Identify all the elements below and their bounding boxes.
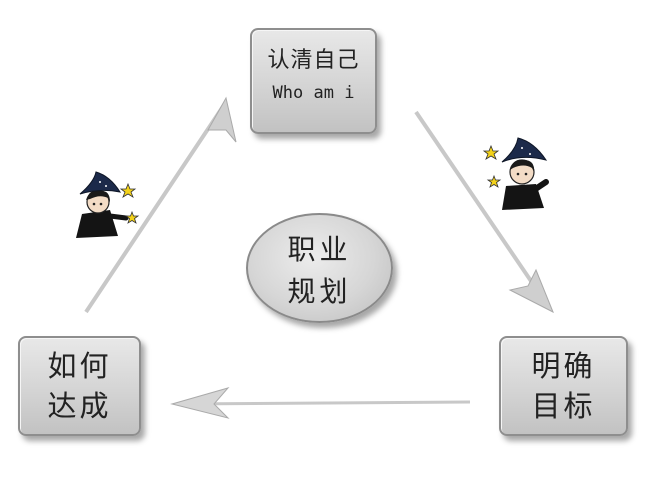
node-how-to-achieve-line2: 达成 — [47, 389, 112, 423]
center-career-planning: 职业 规划 — [246, 213, 393, 323]
arrow-left-to-top — [84, 96, 237, 314]
center-line1: 职业 — [287, 233, 352, 266]
node-know-yourself-subtitle: Who am i — [272, 83, 355, 103]
arrow-top-to-right — [414, 110, 554, 314]
star-icon — [124, 210, 140, 224]
arrow-right-to-left — [170, 387, 471, 419]
wizard-character-icon — [76, 171, 140, 238]
node-know-yourself-title: 认清自己 — [267, 48, 360, 73]
node-define-goal-line1: 明确 — [531, 349, 596, 383]
node-know-yourself: 认清自己 Who am i — [250, 28, 377, 134]
star-icon — [486, 174, 502, 188]
star-icon — [119, 182, 137, 198]
node-define-goal: 明确 目标 — [499, 336, 628, 436]
node-how-to-achieve: 如何 达成 — [18, 336, 141, 436]
center-line2: 规划 — [287, 275, 352, 308]
star-icon — [482, 144, 500, 160]
wizard-character-icon — [482, 137, 549, 210]
node-define-goal-line2: 目标 — [531, 389, 596, 423]
node-how-to-achieve-line1: 如何 — [47, 349, 112, 383]
